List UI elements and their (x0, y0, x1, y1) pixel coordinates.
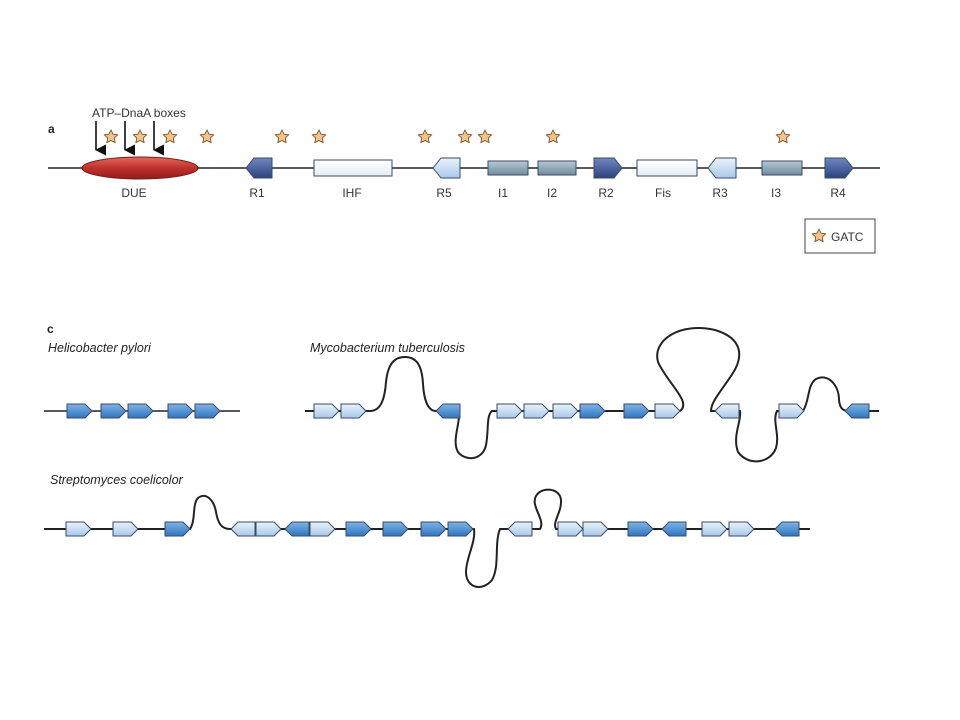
i3-label: I3 (771, 186, 781, 200)
helicobacter-origin: Helicobacter pylori (44, 341, 240, 419)
gatc-star (162, 129, 178, 144)
dnaa-box (65, 521, 92, 537)
gatc-star (457, 129, 473, 144)
i2-box (537, 160, 577, 176)
panel-c: c Helicobacter pylori Mycobacterium tube… (44, 322, 879, 588)
dnaa-box (496, 403, 523, 419)
dnaa-box (579, 403, 606, 419)
dnaa-box (420, 521, 447, 537)
dnaa-box (507, 521, 533, 537)
dnaa-box (552, 403, 579, 419)
panel-c-label: c (47, 322, 54, 336)
gatc-legend: GATC (804, 218, 876, 254)
gatc-star (311, 129, 327, 144)
streptomyces-label: Streptomyces coelicolor (50, 473, 184, 487)
gatc-star (417, 129, 433, 144)
dnaa-box (661, 521, 687, 537)
dnaa-box (447, 521, 474, 537)
dnaa-box (127, 403, 154, 419)
i1-box (487, 160, 529, 176)
dnaa-box (627, 521, 654, 537)
mycobacterium-origin: Mycobacterium tuberculosis (305, 327, 879, 463)
dnaa-box (714, 403, 740, 419)
dnaa-box (100, 403, 127, 419)
gatc-star (775, 129, 791, 144)
panel-a-label: a (48, 122, 55, 136)
i1-label: I1 (498, 186, 508, 200)
i3-box (761, 160, 803, 176)
r5-label: R5 (436, 186, 452, 200)
dnaa-box (582, 521, 609, 537)
dnaa-box (778, 403, 805, 419)
dnaa-box (112, 521, 139, 537)
dnaa-box (345, 521, 372, 537)
dnaa-box (623, 403, 650, 419)
r2-box (593, 157, 623, 179)
dnaa-box (382, 521, 409, 537)
legend-gatc-label: GATC (831, 230, 864, 244)
mycobacterium-label: Mycobacterium tuberculosis (310, 341, 465, 355)
ihf-label: IHF (342, 186, 361, 200)
dnaa-box (194, 403, 221, 419)
dnaa-box (557, 521, 584, 537)
r4-box (824, 157, 854, 179)
dnaa-box (309, 521, 336, 537)
gatc-star (199, 129, 215, 144)
dnaa-box (313, 403, 340, 419)
atp-dnaa-boxes-label: ATP–DnaA boxes (92, 106, 186, 120)
dnaa-box (340, 403, 367, 419)
gatc-star (477, 129, 493, 144)
gatc-star (274, 129, 290, 144)
dnaa-box (844, 403, 870, 419)
dnaa-box (523, 403, 550, 419)
dnaa-box (167, 403, 194, 419)
dnaa-box (701, 521, 728, 537)
streptomyces-dna (44, 488, 810, 588)
r3-label: R3 (712, 186, 728, 200)
r2-label: R2 (598, 186, 614, 200)
panel-a: a ATP–DnaA boxes (48, 106, 880, 254)
dnaa-box (164, 521, 191, 537)
dnaa-box (230, 521, 256, 537)
ihf-box (313, 159, 393, 177)
dnaa-box (435, 403, 461, 419)
r3-box (707, 157, 737, 179)
dnaa-box (66, 403, 93, 419)
fis-label: Fis (655, 186, 671, 200)
dnaa-box (728, 521, 755, 537)
dnaa-box (654, 403, 681, 419)
r4-label: R4 (830, 186, 846, 200)
r1-label: R1 (249, 186, 265, 200)
dnaa-box (774, 521, 800, 537)
gatc-star (545, 129, 561, 144)
streptomyces-origin: Streptomyces coelicolor (44, 473, 810, 588)
dnaa-box (255, 521, 282, 537)
r5-box (432, 157, 461, 179)
gatc-stars (103, 129, 791, 144)
due-element (81, 156, 199, 180)
dnaa-box (284, 521, 310, 537)
gatc-star (103, 129, 119, 144)
atp-dnaa-arrows (94, 121, 165, 156)
fis-box (636, 159, 698, 177)
gatc-star (132, 129, 148, 144)
r1-box (245, 157, 273, 179)
due-label: DUE (121, 186, 146, 200)
i2-label: I2 (547, 186, 557, 200)
helicobacter-label: Helicobacter pylori (48, 341, 152, 355)
